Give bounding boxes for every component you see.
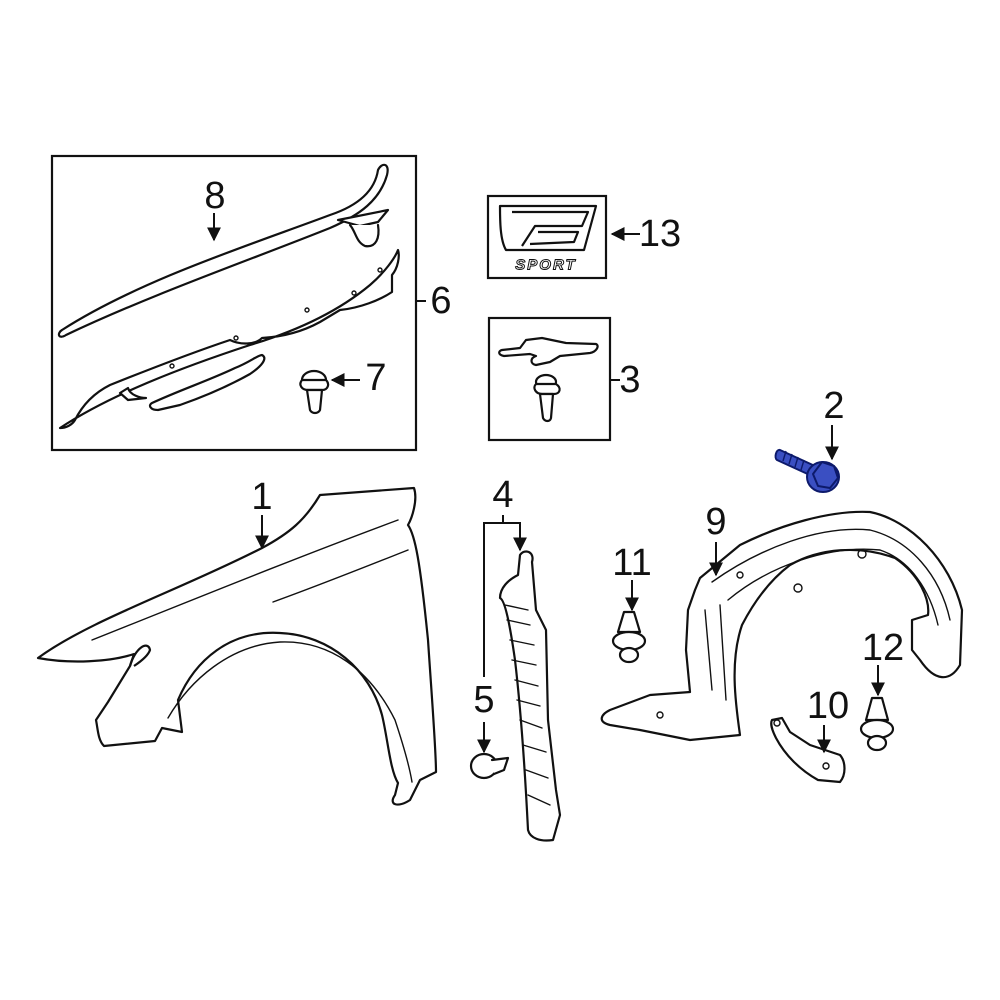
clip-part-12[interactable] bbox=[859, 665, 895, 752]
clip-part-7[interactable] bbox=[299, 369, 360, 415]
fender-seal-part-4[interactable] bbox=[483, 515, 562, 842]
callout-12[interactable]: 12 bbox=[861, 627, 905, 669]
callout-5[interactable]: 5 bbox=[473, 679, 495, 721]
callout-3[interactable]: 3 bbox=[619, 359, 641, 401]
callout-8[interactable]: 8 bbox=[204, 175, 226, 217]
retainer-part bbox=[336, 208, 390, 248]
callout-7[interactable]: 7 bbox=[365, 357, 387, 399]
seal-kit-box-part-3[interactable] bbox=[487, 316, 620, 442]
callout-4[interactable]: 4 bbox=[492, 474, 514, 516]
callout-6[interactable]: 6 bbox=[430, 280, 452, 322]
molding-strip-part-8[interactable] bbox=[57, 163, 389, 338]
fender-part-1[interactable] bbox=[36, 486, 438, 806]
emblem-sport-text: SPORT bbox=[515, 256, 577, 274]
molding-kit-box[interactable] bbox=[50, 154, 426, 452]
callout-9[interactable]: 9 bbox=[705, 501, 727, 543]
bracket-part-10[interactable] bbox=[770, 716, 846, 784]
emblem-part-13[interactable] bbox=[486, 194, 640, 280]
seal-strip-part[interactable] bbox=[58, 248, 400, 430]
callout-13[interactable]: 13 bbox=[638, 213, 682, 255]
callout-2[interactable]: 2 bbox=[823, 385, 845, 427]
callout-10[interactable]: 10 bbox=[806, 685, 850, 727]
callout-11[interactable]: 11 bbox=[612, 542, 652, 584]
callout-1[interactable]: 1 bbox=[251, 476, 273, 518]
clip-part-5[interactable] bbox=[469, 722, 510, 780]
clip-part-11[interactable] bbox=[611, 580, 647, 664]
fender-liner-part-9[interactable] bbox=[600, 510, 964, 742]
bolt-part-2[interactable] bbox=[774, 425, 840, 493]
